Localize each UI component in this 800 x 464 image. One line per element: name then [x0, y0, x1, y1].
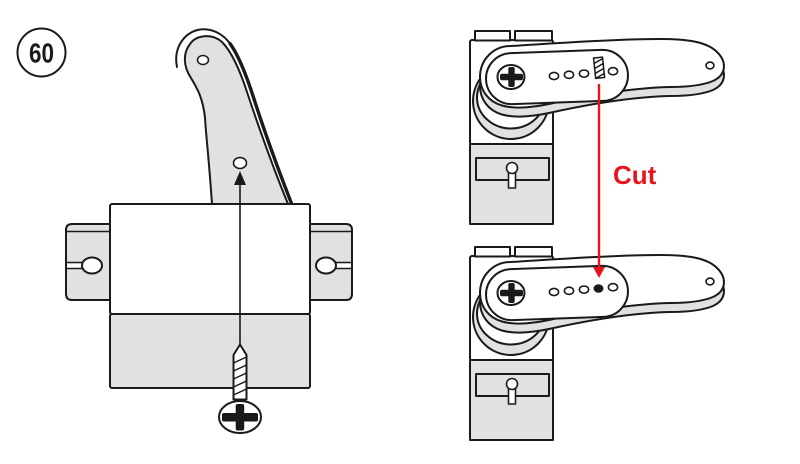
cut-arrow [593, 84, 605, 278]
mount-tab-left [65, 223, 113, 301]
phillips-cross-v [235, 404, 245, 431]
mount-slot-hole-right [315, 256, 337, 275]
mount-screw [218, 343, 262, 434]
step-number: 60 [29, 38, 54, 69]
cut-arrowhead [593, 267, 605, 278]
servo-case [109, 203, 311, 389]
insert-arrowhead [234, 171, 246, 185]
step-badge: 60 [16, 27, 67, 78]
badge-circle [16, 27, 67, 78]
cut-label: Cut [613, 160, 657, 190]
case-lower [109, 313, 311, 389]
servo-horn [175, 28, 294, 206]
horn-body [183, 35, 289, 205]
selected-hole-marker [593, 284, 604, 293]
horn-edge-top [175, 28, 231, 68]
insert-arrow [234, 171, 246, 347]
mount-tab-right [305, 223, 353, 301]
cut-hatch-mark [592, 56, 606, 80]
case-upper [109, 203, 311, 315]
horn-tip-hole [196, 54, 210, 66]
servo-front-view [65, 28, 353, 434]
mount-slot-hole-left [81, 256, 103, 275]
horn-edge-right [228, 41, 294, 206]
horn-center-hole [232, 156, 248, 170]
screw-threads [232, 356, 248, 396]
servo-side-view-after-cut [469, 246, 725, 441]
